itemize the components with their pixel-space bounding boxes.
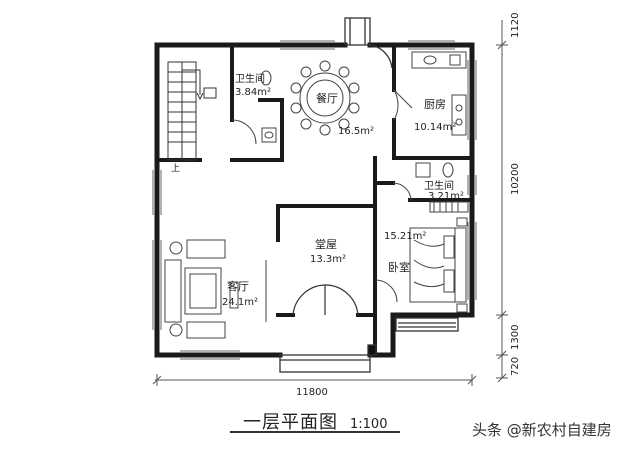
bathroom1-name: 卫生间 [235,72,265,85]
plan-title: 一层平面图 1:100 [243,408,387,434]
back-door-canopy [344,17,393,69]
bathroom2-fixtures [392,162,469,213]
dining-table [290,60,360,136]
watermark: 头条 @新农村自建房 [472,421,612,439]
living-name: 客厅 [227,279,249,293]
staircase [167,61,217,161]
bathroom2-name: 卫生间 [424,179,454,192]
dining-name: 餐厅 [316,91,338,105]
stair-up-mark: 上 [171,163,180,174]
bathroom2-area: 3.21m² [428,191,464,202]
dimension-right-porch: 720 [510,357,521,376]
dimension-bottom: 11800 [296,387,328,398]
living-area: 24.1m² [222,297,258,308]
dining-area: 16.5m² [338,126,374,137]
title-underline [230,431,400,433]
front-porch [279,344,377,373]
dimension-right-top: 1120 [510,13,521,38]
kitchen-fixtures [393,51,467,136]
plan-scale: 1:100 [350,417,388,432]
hall-area: 13.3m² [310,254,346,265]
bathroom1-fixtures [231,70,277,145]
bedroom-area: 15.21m² [384,231,426,242]
kitchen-area: 10.14m² [414,122,456,133]
hall-name: 堂屋 [315,238,337,251]
kitchen-name: 厨房 [424,98,446,111]
dimension-right-bay: 1300 [510,325,521,350]
bedroom-name: 卧室 [388,260,410,274]
bay-window [395,317,459,332]
windows [152,40,477,360]
walls [154,42,475,358]
dimension-right-main: 10200 [510,163,521,195]
living-room-furniture [164,239,267,339]
front-door [292,284,359,316]
interior-walls [155,43,474,357]
plan-title-main: 一层平面图 [243,412,338,433]
dimension-lines [152,20,508,386]
bathroom1-area: 3.84m² [235,87,271,98]
bed [374,217,468,313]
